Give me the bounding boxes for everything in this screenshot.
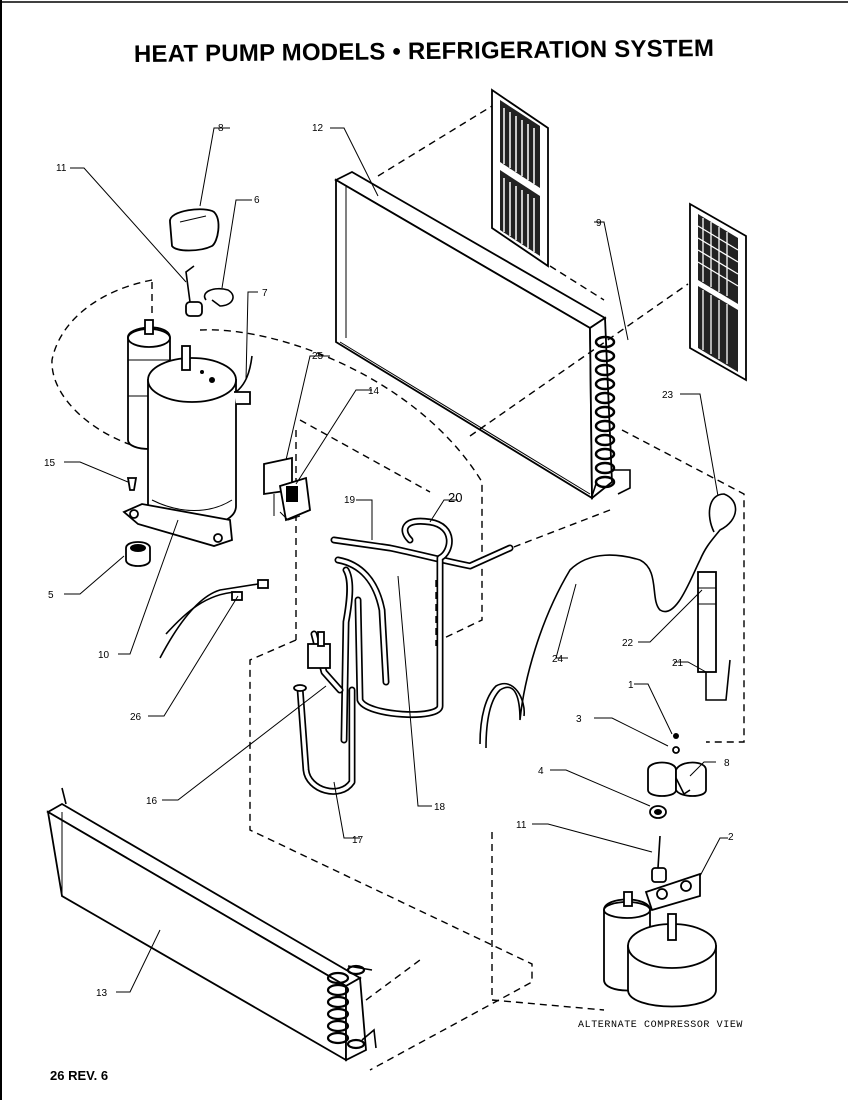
capacitor-bracket	[278, 476, 311, 522]
page-number-revision: 26 REV. 6	[50, 1068, 109, 1083]
callout-2: 2	[728, 832, 734, 843]
callout-13: 13	[96, 988, 108, 999]
callout-23: 23	[662, 390, 674, 401]
tubing-assembly	[293, 517, 514, 795]
callout-18: 18	[434, 802, 446, 813]
callout-15: 15	[44, 458, 56, 469]
dashed-assembly-lines	[51, 105, 745, 1071]
callout-26: 26	[130, 712, 142, 723]
callout-22: 22	[622, 638, 634, 649]
grommet	[125, 541, 151, 567]
condenser-coil	[334, 170, 631, 500]
callout-20: 20	[448, 490, 462, 505]
wire-harness	[159, 583, 259, 659]
callout-8-alt: 8	[724, 758, 730, 769]
callout-24: 24	[552, 654, 564, 665]
callout-3: 3	[576, 714, 582, 725]
alternate-compressor-view	[603, 733, 717, 1008]
callout-11-alt: 11	[516, 820, 527, 831]
callout-7: 7	[262, 288, 268, 299]
callout-5: 5	[48, 590, 54, 601]
callout-8-top: 8	[218, 123, 224, 134]
terminal-cover	[169, 208, 220, 252]
alternate-compressor-caption: ALTERNATE COMPRESSOR VIEW	[578, 1020, 744, 1031]
capillary-tube	[479, 493, 737, 749]
callout-leaders	[64, 127, 728, 993]
accumulator	[697, 571, 731, 701]
callout-10: 10	[98, 650, 110, 661]
callout-9: 9	[596, 218, 602, 229]
callout-16: 16	[146, 796, 158, 807]
side-louver-grille	[689, 202, 747, 382]
callout-25: 25	[312, 351, 324, 362]
retaining-clip	[203, 287, 234, 307]
callout-numbers: 8 11 6 7 12 9 25 14 15 5 10 26 16 17 18 …	[44, 123, 734, 999]
callout-4: 4	[538, 766, 544, 777]
callout-12: 12	[312, 123, 324, 134]
callout-6: 6	[254, 195, 260, 206]
callout-14: 14	[368, 386, 380, 397]
callout-11-top: 11	[56, 163, 67, 174]
evaporator-coil	[46, 787, 377, 1062]
top-louver-grille	[491, 88, 549, 268]
compressor	[122, 319, 251, 547]
overload-protector	[185, 265, 203, 317]
callout-19: 19	[344, 495, 356, 506]
callout-21: 21	[672, 658, 684, 669]
callout-1: 1	[628, 680, 634, 691]
callout-17: 17	[352, 835, 364, 846]
